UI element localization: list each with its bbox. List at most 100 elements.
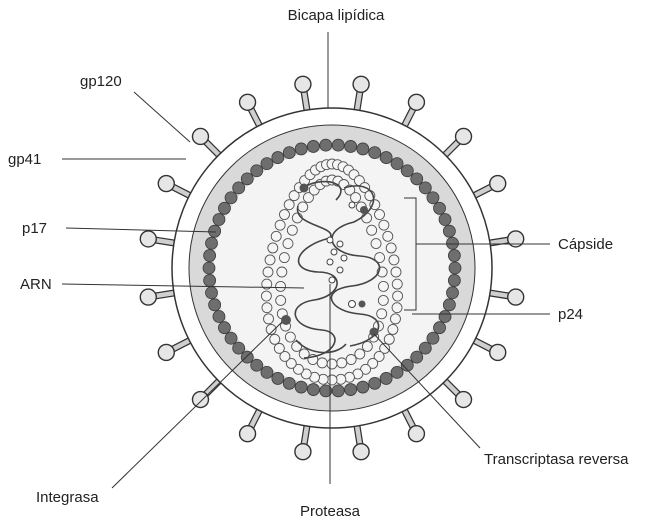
p17-bead [225, 332, 237, 344]
p24-bead [351, 193, 361, 203]
p17-bead [439, 311, 451, 323]
p17-bead [233, 182, 245, 194]
gp120-knob [490, 344, 506, 360]
gp120-knob [240, 426, 256, 442]
enzyme-dot [349, 301, 356, 308]
p17-bead [206, 237, 218, 249]
gp120-knob [158, 176, 174, 192]
p24-bead [263, 267, 273, 277]
p24-bead [317, 358, 327, 368]
gp120-knob [295, 444, 311, 460]
p17-bead [204, 274, 216, 286]
p24-bead [362, 213, 372, 223]
p17-bead [411, 351, 423, 363]
p17-bead [443, 299, 455, 311]
p24-bead [389, 255, 399, 265]
p24-bead [298, 202, 308, 212]
p17-bead [272, 372, 284, 384]
p24-bead [276, 295, 286, 305]
gp120-knob [490, 176, 506, 192]
label-integrase: Integrasa [36, 489, 99, 506]
p17-bead [261, 366, 273, 378]
gp120-knob [353, 76, 369, 92]
p24-bead [283, 239, 293, 249]
enzyme-dot [349, 202, 355, 208]
p24-bead [262, 303, 272, 313]
p24-bead [383, 231, 393, 241]
p17-bead [380, 372, 392, 384]
gp120-knob [240, 94, 256, 110]
p17-bead [295, 143, 307, 155]
p24-bead [265, 255, 275, 265]
gp120-knob [295, 76, 311, 92]
p17-bead [434, 322, 446, 334]
p17-bead [213, 311, 225, 323]
p24-bead [378, 295, 388, 305]
p24-bead [390, 314, 400, 324]
gp120-knob [140, 231, 156, 247]
p24-bead [285, 332, 295, 342]
p17-bead [357, 381, 369, 393]
p24-bead [261, 291, 271, 301]
p24-bead [362, 341, 372, 351]
p24-bead [276, 281, 286, 291]
p17-bead [225, 192, 237, 204]
gp120-knob [408, 94, 424, 110]
p17-bead [209, 299, 221, 311]
p24-bead [277, 267, 287, 277]
p17-bead [345, 140, 357, 152]
transcriptase-dot [370, 328, 379, 337]
label-gp120: gp120 [80, 73, 122, 90]
p24-bead [275, 220, 285, 230]
p17-bead [357, 143, 369, 155]
label-bilayer: Bicapa lipídica [288, 7, 385, 24]
p17-bead [209, 225, 221, 237]
label-p17: p17 [22, 220, 47, 237]
gp120-knob [508, 231, 524, 247]
p17-bead [427, 192, 439, 204]
p17-bead [419, 342, 431, 354]
p24-bead [379, 220, 389, 230]
p17-bead [272, 152, 284, 164]
p17-bead [448, 250, 460, 262]
leader-gp120 [134, 92, 190, 142]
p17-bead [241, 351, 253, 363]
p17-bead [283, 377, 295, 389]
p17-bead [203, 262, 215, 274]
label-capside: Cápside [558, 236, 613, 253]
gp120-knob [158, 344, 174, 360]
p24-bead [386, 243, 396, 253]
p24-bead [287, 225, 297, 235]
p24-bead [392, 303, 402, 313]
p24-bead [384, 334, 394, 344]
p17-bead [251, 165, 263, 177]
gp120-knob [456, 392, 472, 408]
p24-bead [393, 291, 403, 301]
p17-bead [283, 147, 295, 159]
gp120-knob [192, 128, 208, 144]
gp120-knob [508, 289, 524, 305]
p17-bead [218, 322, 230, 334]
gp120-knob [456, 128, 472, 144]
p17-bead [332, 139, 344, 151]
label-protease: Proteasa [300, 503, 361, 520]
gp120-knob [192, 392, 208, 408]
label-gp41: gp41 [8, 151, 41, 168]
enzyme-dot [300, 184, 309, 193]
p24-bead [327, 359, 337, 369]
p24-bead [271, 231, 281, 241]
p17-bead [307, 384, 319, 396]
p24-bead [388, 324, 398, 334]
p24-bead [279, 210, 289, 220]
p24-bead [270, 334, 280, 344]
p24-bead [392, 279, 402, 289]
p24-bead [367, 225, 377, 235]
p24-bead [264, 314, 274, 324]
p17-bead [391, 158, 403, 170]
p24-bead [391, 267, 401, 277]
p17-bead [427, 332, 439, 344]
p17-bead [401, 165, 413, 177]
p17-bead [446, 287, 458, 299]
